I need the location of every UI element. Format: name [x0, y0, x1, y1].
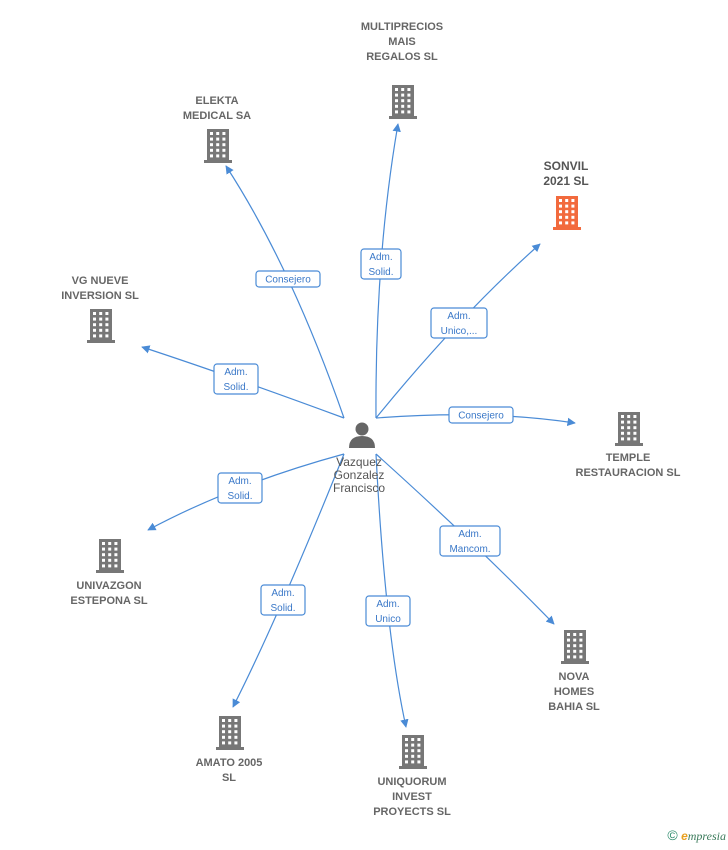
company-name-line: AMATO 2005: [196, 757, 263, 769]
building-icon: [399, 735, 427, 769]
role-label-uniquorum[interactable]: Adm. Unico: [365, 595, 411, 627]
role-text: Unico: [375, 614, 401, 625]
building-icon: [216, 716, 244, 750]
company-name-line: UNIQUORUM: [377, 776, 446, 788]
role-text: Adm.: [458, 529, 481, 540]
role-label-vgnueve[interactable]: Adm. Solid.: [213, 363, 259, 395]
company-name-line: MULTIPRECIOS: [361, 21, 443, 33]
company-node-temple[interactable]: TEMPLE RESTAURACION SL: [576, 412, 681, 479]
role-text: Solid.: [368, 267, 393, 278]
role-box: [439, 525, 501, 557]
role-text: Consejero: [265, 275, 311, 286]
company-node-uniquorum[interactable]: UNIQUORUM INVEST PROYECTS SL: [373, 735, 451, 818]
role-label-amato[interactable]: Adm. Solid.: [260, 584, 306, 616]
company-name-line: PROYECTS SL: [373, 806, 451, 818]
company-node-univazgon[interactable]: UNIVAZGON ESTEPONA SL: [70, 539, 148, 607]
role-label-sonvil[interactable]: Adm. Unico,...: [430, 307, 488, 339]
building-icon: [615, 412, 643, 446]
company-name-line: ESTEPONA SL: [70, 595, 147, 607]
company-node-elekta[interactable]: ELEKTA MEDICAL SA: [183, 95, 251, 163]
role-label-elekta[interactable]: Consejero: [255, 270, 321, 288]
role-box: [255, 270, 321, 288]
company-name-line: UNIVAZGON: [76, 580, 141, 592]
company-name-line: SL: [222, 772, 236, 784]
company-name-line: RESTAURACION SL: [576, 467, 681, 479]
company-node-multiprecios[interactable]: MULTIPRECIOS MAIS REGALOS SL: [361, 21, 443, 119]
company-name-line: NOVA: [559, 671, 590, 683]
brand-initial: e: [681, 829, 688, 843]
building-icon: [553, 196, 581, 230]
role-text: Solid.: [270, 603, 295, 614]
person-icon: [349, 422, 375, 448]
role-text: Adm.: [376, 599, 399, 610]
company-name-line: MEDICAL SA: [183, 110, 251, 122]
role-text: Adm.: [447, 311, 470, 322]
company-name-line: HOMES: [554, 686, 594, 698]
role-text: Solid.: [223, 382, 248, 393]
person-name-line: Francisco: [333, 481, 385, 495]
building-icon: [561, 630, 589, 664]
role-box: [430, 307, 488, 339]
company-node-nova[interactable]: NOVA HOMES BAHIA SL: [548, 630, 600, 713]
company-name-line: MAIS: [388, 36, 416, 48]
person-name-line: Gonzalez: [334, 468, 385, 482]
role-label-temple[interactable]: Consejero: [448, 406, 514, 424]
role-text: Adm.: [228, 476, 251, 487]
role-label-multiprecios[interactable]: Adm. Solid.: [360, 248, 402, 280]
company-name-line: INVERSION SL: [61, 290, 139, 302]
building-icon: [96, 539, 124, 573]
company-node-vgnueve[interactable]: VG NUEVE INVERSION SL: [61, 275, 139, 343]
role-text: Solid.: [227, 491, 252, 502]
role-text: Unico,...: [441, 326, 478, 337]
brand-logo: © empresia: [667, 827, 726, 844]
role-box: [260, 584, 306, 616]
role-box: [448, 406, 514, 424]
person-name-line: Vazquez: [336, 455, 382, 469]
role-box: [360, 248, 402, 280]
role-text: Adm.: [369, 252, 392, 263]
role-text: Adm.: [271, 588, 294, 599]
role-label-univazgon[interactable]: Adm. Solid.: [217, 472, 263, 504]
building-icon: [389, 85, 417, 119]
role-box: [365, 595, 411, 627]
building-icon: [87, 309, 115, 343]
role-label-nova[interactable]: Adm. Mancom.: [439, 525, 501, 557]
brand-name: mpresia: [687, 829, 726, 843]
role-box: [213, 363, 259, 395]
company-name-line: INVEST: [392, 791, 432, 803]
copyright-icon: ©: [667, 827, 678, 843]
company-name-line: ELEKTA: [195, 95, 238, 107]
role-text: Adm.: [224, 367, 247, 378]
company-name-line: BAHIA SL: [548, 701, 600, 713]
company-name-line: REGALOS SL: [366, 51, 438, 63]
role-text: Mancom.: [449, 544, 490, 555]
building-icon: [204, 129, 232, 163]
company-name-line: SONVIL: [544, 159, 589, 173]
role-text: Consejero: [458, 411, 504, 422]
company-name-line: VG NUEVE: [72, 275, 129, 287]
company-name-line: TEMPLE: [606, 452, 651, 464]
company-name-line: 2021 SL: [543, 174, 588, 188]
role-box: [217, 472, 263, 504]
